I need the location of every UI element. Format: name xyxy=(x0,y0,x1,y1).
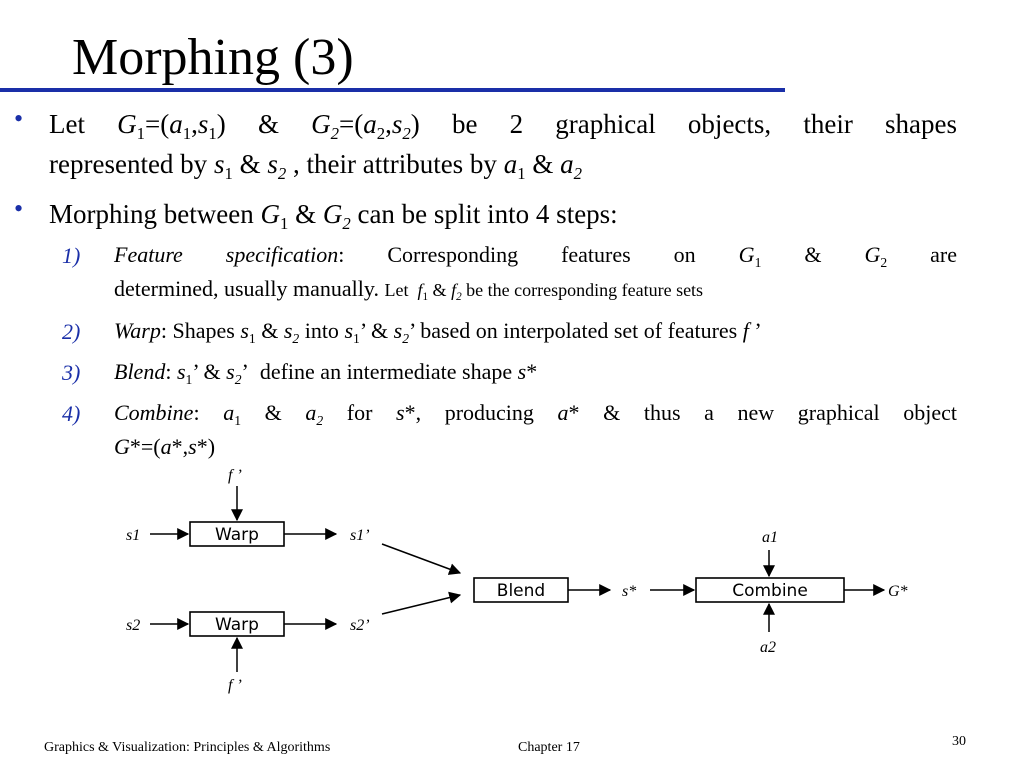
feature-top-label: f ’ xyxy=(228,467,242,484)
feature-bottom-label: f ’ xyxy=(228,677,242,694)
warp-bottom-box xyxy=(189,611,285,637)
step-2-number: 2) xyxy=(62,319,81,344)
step-4-line-2: G*=(a*,s*) xyxy=(114,434,216,459)
morphing-flow-diagram: f ’ s1 Warp s1’ s2 Warp f ’ s2’ Blend s*… xyxy=(126,467,908,694)
bullet-2-line-1: Morphing between G1 & G2 can be split in… xyxy=(49,199,618,233)
step-4-line-1: Combine: a1 & a2 for s*, producing a* & … xyxy=(114,400,957,428)
combine-label: Combine xyxy=(732,581,808,601)
step-1-line-1: Feature specification: Corresponding fea… xyxy=(114,242,957,270)
title-underline xyxy=(0,88,785,92)
step-3-line-1: Blend: s1’ & s2’ define an intermediate … xyxy=(114,359,538,387)
warped-top-to-blend-arrow xyxy=(381,543,462,575)
bullet-1-line-2: represented by s1 & s2 , their attribute… xyxy=(49,149,582,183)
input-top-label: s1 xyxy=(126,527,140,544)
bullet-1-line-1: Let G1=(a1,s1) & G2=(a2,s2) be 2 graphic… xyxy=(49,109,957,143)
slide-title: Morphing (3) xyxy=(72,29,354,86)
slide-number: 30 xyxy=(952,734,966,749)
warp-bottom-label: Warp xyxy=(215,615,259,635)
bullet-marker: • xyxy=(14,194,24,223)
footer-chapter: Chapter 17 xyxy=(518,740,580,755)
warp-top-label: Warp xyxy=(215,525,259,545)
step-1-line-2: determined, usually manually. Let f1 & f… xyxy=(114,276,704,303)
step-3-number: 3) xyxy=(62,360,81,385)
output-label: G* xyxy=(888,583,908,600)
warped-bottom-to-blend-arrow xyxy=(381,591,462,615)
bullet-marker: • xyxy=(14,104,24,133)
input-bottom-label: s2 xyxy=(126,617,140,634)
warped-top-label: s1’ xyxy=(350,527,370,544)
combine-box xyxy=(695,577,845,603)
step-4-number: 4) xyxy=(62,401,81,426)
attr-top-label: a1 xyxy=(762,529,778,546)
blend-label: Blend xyxy=(497,581,545,601)
footer-book-title: Graphics & Visualization: Principles & A… xyxy=(44,740,331,755)
attr-bottom-label: a2 xyxy=(760,639,776,656)
warped-bottom-label: s2’ xyxy=(350,617,370,634)
blend-output-label: s* xyxy=(622,583,636,600)
step-1-number: 1) xyxy=(62,243,81,268)
step-2-line-1: Warp: Shapes s1 & s2 into s1’ & s2’ base… xyxy=(114,318,762,346)
